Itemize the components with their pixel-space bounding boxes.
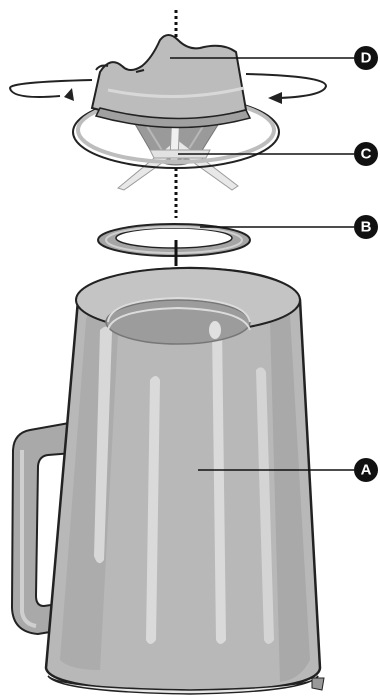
jar-threads (106, 300, 250, 344)
blade (176, 140, 238, 190)
callout-label-c: C (361, 146, 372, 163)
blender-jar (12, 268, 324, 694)
collar-body (92, 35, 246, 120)
callout-label-a: A (361, 462, 372, 479)
rotation-arrow-icon (246, 74, 326, 98)
sealing-ring (98, 224, 250, 256)
callout-label-b: B (361, 219, 372, 236)
rotation-arrow-icon (10, 80, 92, 97)
callout-label-d: D (361, 50, 372, 67)
jar-spout (209, 321, 221, 339)
